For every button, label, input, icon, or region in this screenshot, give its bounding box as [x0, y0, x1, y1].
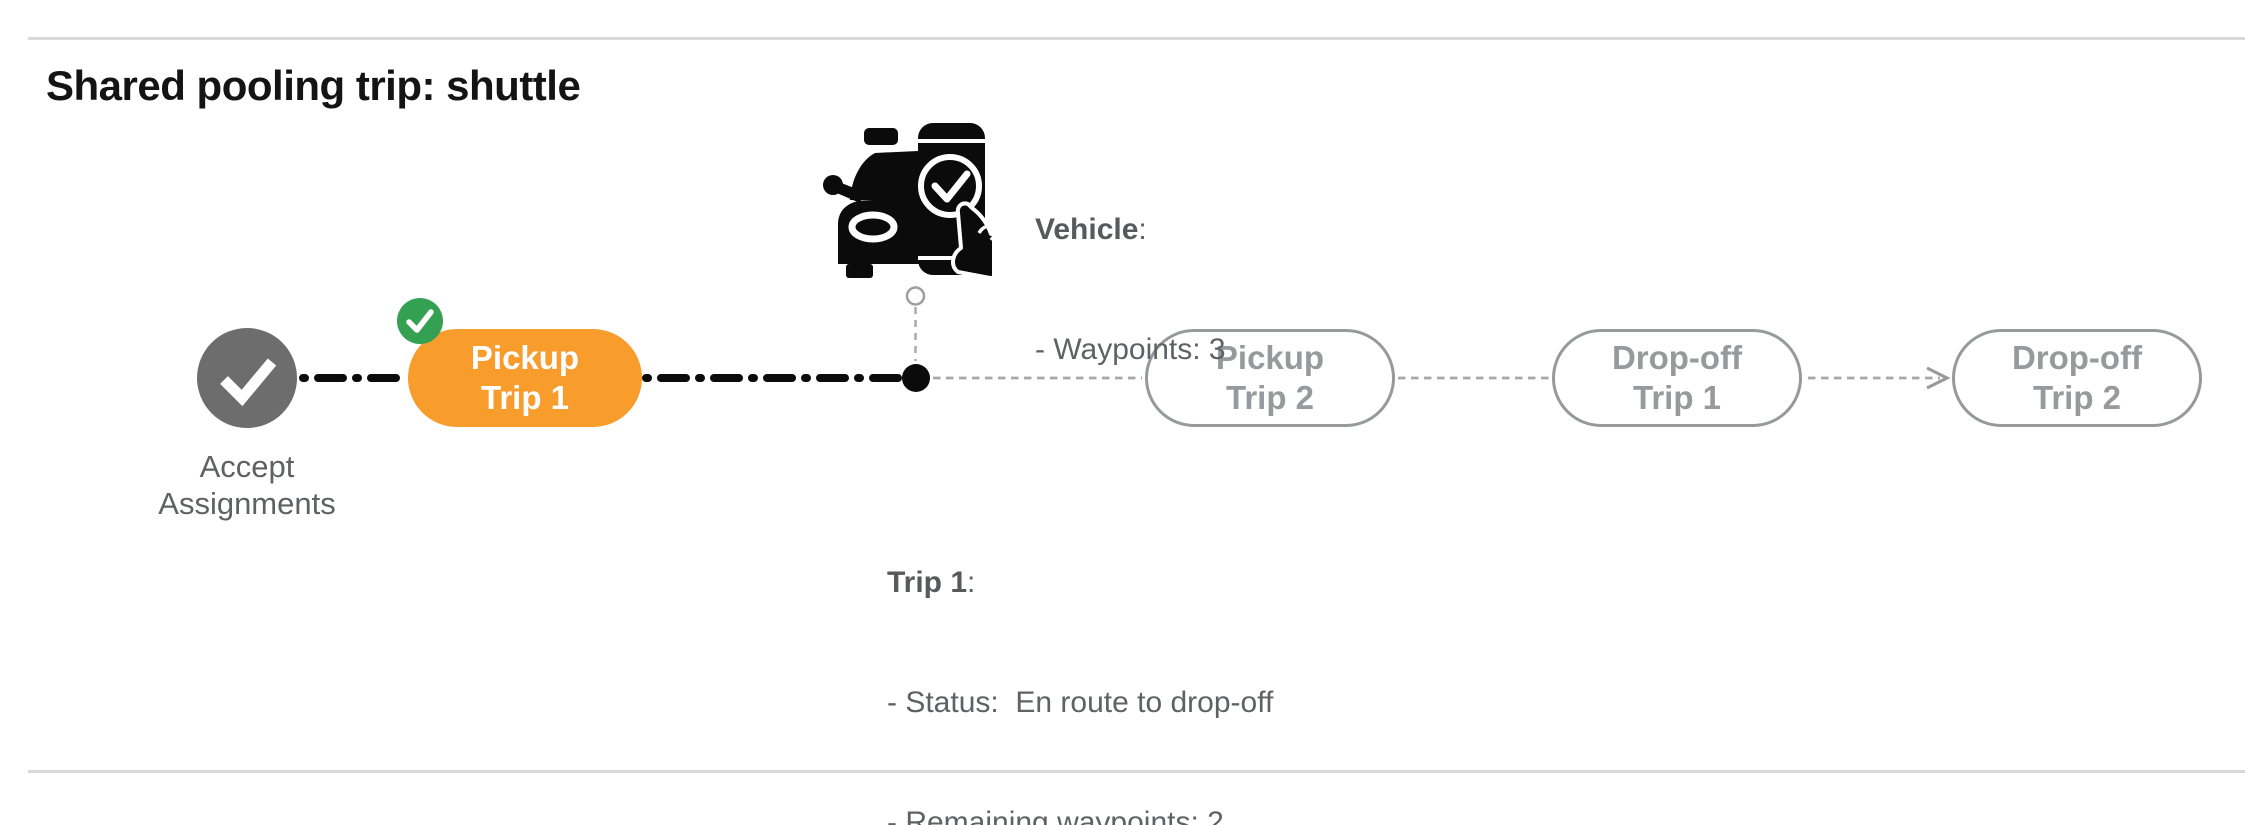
vehicle-info: Vehicle: - Waypoints: 3: [1035, 130, 1226, 450]
current-position-dot: [902, 364, 930, 392]
node-dropoff-trip-2: Drop-off Trip 2: [1952, 329, 2202, 427]
node-pickup-trip-2: Pickup Trip 2: [1145, 329, 1395, 427]
vehicle-info-line: - Waypoints: 3: [1035, 333, 1226, 366]
top-divider: [28, 37, 2245, 40]
vehicle-phone-check-icon: [822, 120, 1012, 280]
node-dropoff-trip-1: Drop-off Trip 1: [1552, 329, 1802, 427]
bottom-divider: [28, 770, 2245, 773]
node-pickup-trip-1: Pickup Trip 1: [408, 329, 642, 427]
trip-info: Trip 1: - Status: En route to drop-off -…: [887, 483, 1273, 825]
check-icon: [220, 358, 277, 407]
arrow-right-icon: [1926, 366, 1951, 390]
trip-info-heading: Trip 1:: [887, 566, 976, 599]
trip-info-line: - Status: En route to drop-off: [887, 686, 1274, 719]
trip-info-line: - Remaining waypoints: 2: [887, 806, 1224, 825]
accept-assignments-label: Accept Assignments: [158, 449, 336, 521]
node-accept-assignments: [197, 328, 297, 428]
vehicle-anchor-circle: [905, 286, 926, 306]
page-title: Shared pooling trip: shuttle: [46, 62, 581, 109]
completed-badge: [397, 298, 443, 344]
check-icon: [406, 309, 434, 333]
vehicle-info-heading: Vehicle:: [1035, 213, 1147, 246]
